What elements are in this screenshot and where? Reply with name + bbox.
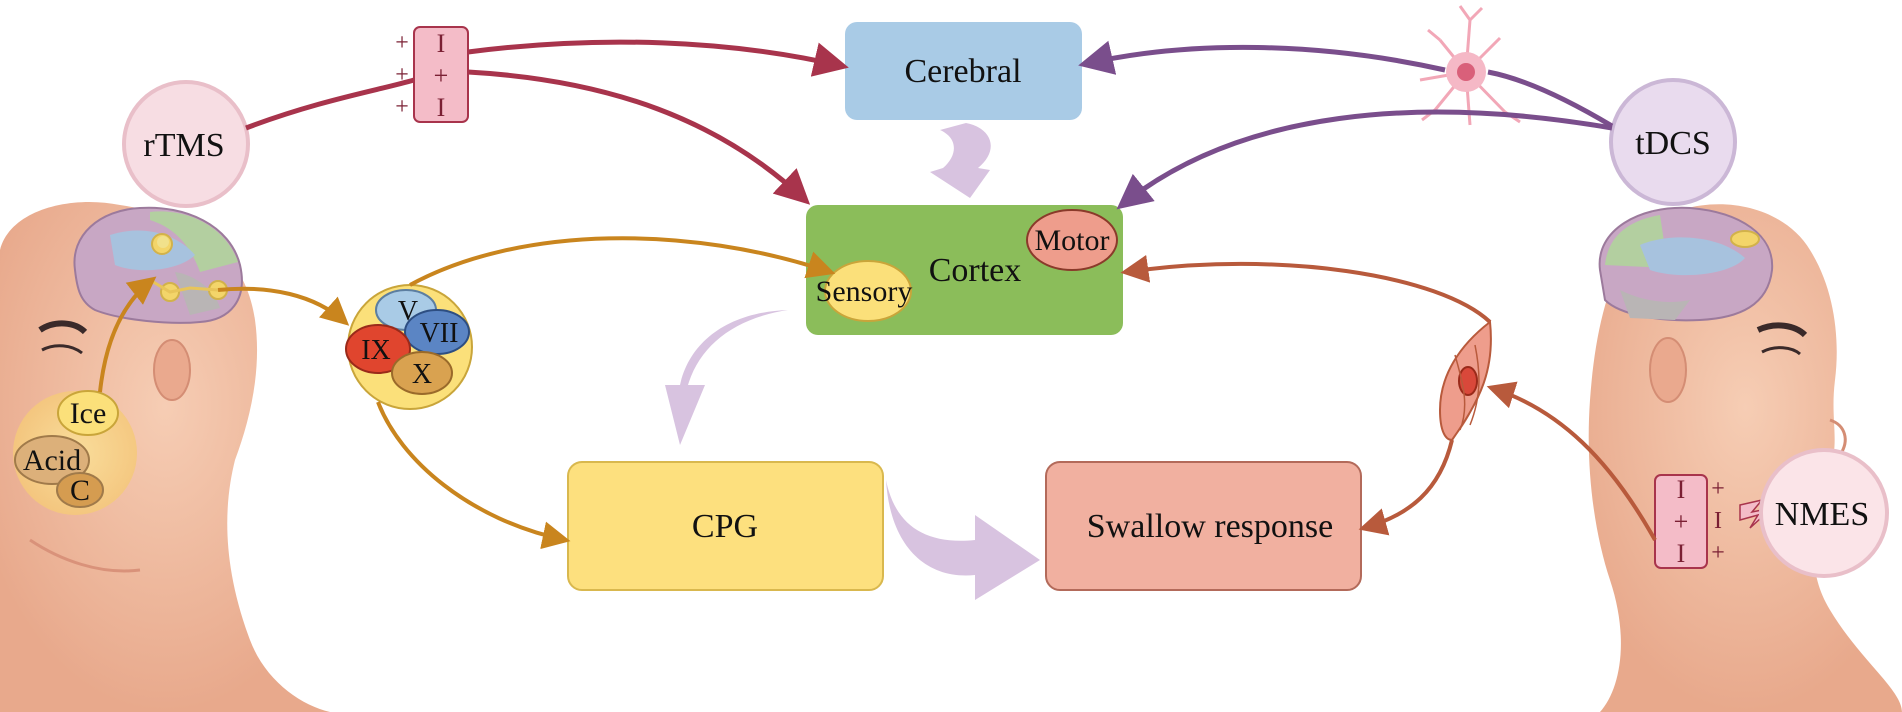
sensory-stimuli-cluster: Ice Acid C — [13, 390, 137, 515]
cpg-label: CPG — [692, 508, 758, 545]
rtms-outer-sign-1: + — [395, 30, 409, 56]
nerves-to-sensory-arrow — [409, 236, 836, 287]
nmes-inner-sign-3: I — [1677, 539, 1686, 568]
cerebral-box: Cerebral — [845, 22, 1082, 120]
nerve-vii-label: VII — [420, 318, 459, 349]
muscle-to-cortex-arrow — [1120, 254, 1492, 324]
rtms-inner-sign-2: + — [434, 61, 449, 90]
cortex-to-cpg-arrow — [665, 310, 788, 445]
cerebral-to-cortex-arrow — [930, 123, 991, 198]
nmes-to-muscle-arrow — [1486, 381, 1657, 541]
swallow-response-box: Swallow response — [1045, 461, 1362, 591]
cerebral-label: Cerebral — [904, 53, 1021, 90]
stimuli-to-brain-arrow — [98, 276, 157, 393]
c-label: C — [70, 474, 90, 507]
nmes-arrows — [1120, 254, 1657, 541]
cranial-nerves-cluster: V VII IX X — [345, 284, 473, 410]
muscle-icon — [1438, 320, 1492, 442]
motor-region — [1026, 209, 1118, 271]
sensory-label: Sensory — [816, 275, 913, 308]
flow-arrows — [665, 123, 1040, 600]
nerve-ix — [345, 324, 411, 374]
cortex-label: Cortex — [929, 252, 1022, 289]
acid-label: Acid — [23, 444, 81, 477]
tdcs-label: tDCS — [1635, 125, 1711, 162]
ice-label: Ice — [70, 397, 107, 430]
tdcs-to-cerebral-arrow — [1078, 40, 1446, 75]
nmes-outer-sign-2: I — [1714, 508, 1722, 534]
rtms-inner-sign-1: I — [437, 29, 446, 58]
c-stimulus — [56, 472, 104, 508]
rtms-arrows — [245, 39, 849, 205]
brain-to-nerves-arrow — [217, 286, 350, 326]
swallow-response-label: Swallow response — [1087, 508, 1333, 545]
rtms-to-cortex-arrow — [467, 69, 811, 205]
nerves-to-cpg-arrow — [376, 401, 571, 550]
cpg-to-swallow-arrow — [886, 480, 1040, 600]
rtms-to-cerebral-arrow — [467, 39, 849, 77]
right-head-illustration — [1588, 204, 1902, 712]
neuron-icon — [1419, 5, 1521, 126]
nmes-outer-sign-3: + — [1711, 540, 1725, 566]
nmes-label: NMES — [1775, 496, 1869, 533]
nmes-inner-sign-1: I — [1677, 475, 1686, 504]
left-brain-icon — [73, 206, 243, 324]
nerve-ix-label: IX — [361, 335, 391, 366]
right-brain-icon — [1598, 206, 1774, 322]
muscle-to-swallow-arrow — [1358, 439, 1454, 536]
nerve-x-label: X — [412, 359, 432, 390]
nmes-inner-sign-2: + — [1674, 507, 1689, 536]
cpg-box: CPG — [567, 461, 884, 591]
rtms-outer-sign-3: + — [395, 94, 409, 120]
tdcs-stimulator: tDCS — [1609, 78, 1737, 206]
ice-stimulus — [57, 390, 119, 436]
cortex-box: Cortex Motor Sensory — [806, 205, 1123, 335]
rtms-inner-sign-3: I — [437, 93, 446, 122]
nmes-electrode: I + I + I + — [1654, 474, 1725, 569]
sensory-arrows — [98, 236, 836, 550]
left-head-illustration: Ice Acid C — [0, 202, 330, 712]
rtms-label: rTMS — [143, 127, 224, 164]
tdcs-to-cortex-arrow — [1116, 109, 1613, 210]
motor-label: Motor — [1035, 224, 1110, 257]
nmes-stimulator: NMES — [1759, 448, 1889, 578]
rtms-electrode: I + I + + + — [395, 26, 469, 123]
sensory-region — [824, 260, 912, 322]
nerve-x — [391, 351, 453, 395]
nmes-outer-sign-1: + — [1711, 476, 1725, 502]
acid-stimulus — [14, 435, 90, 485]
tdcs-arrows — [1078, 40, 1614, 210]
rtms-stimulator: rTMS — [122, 80, 250, 208]
